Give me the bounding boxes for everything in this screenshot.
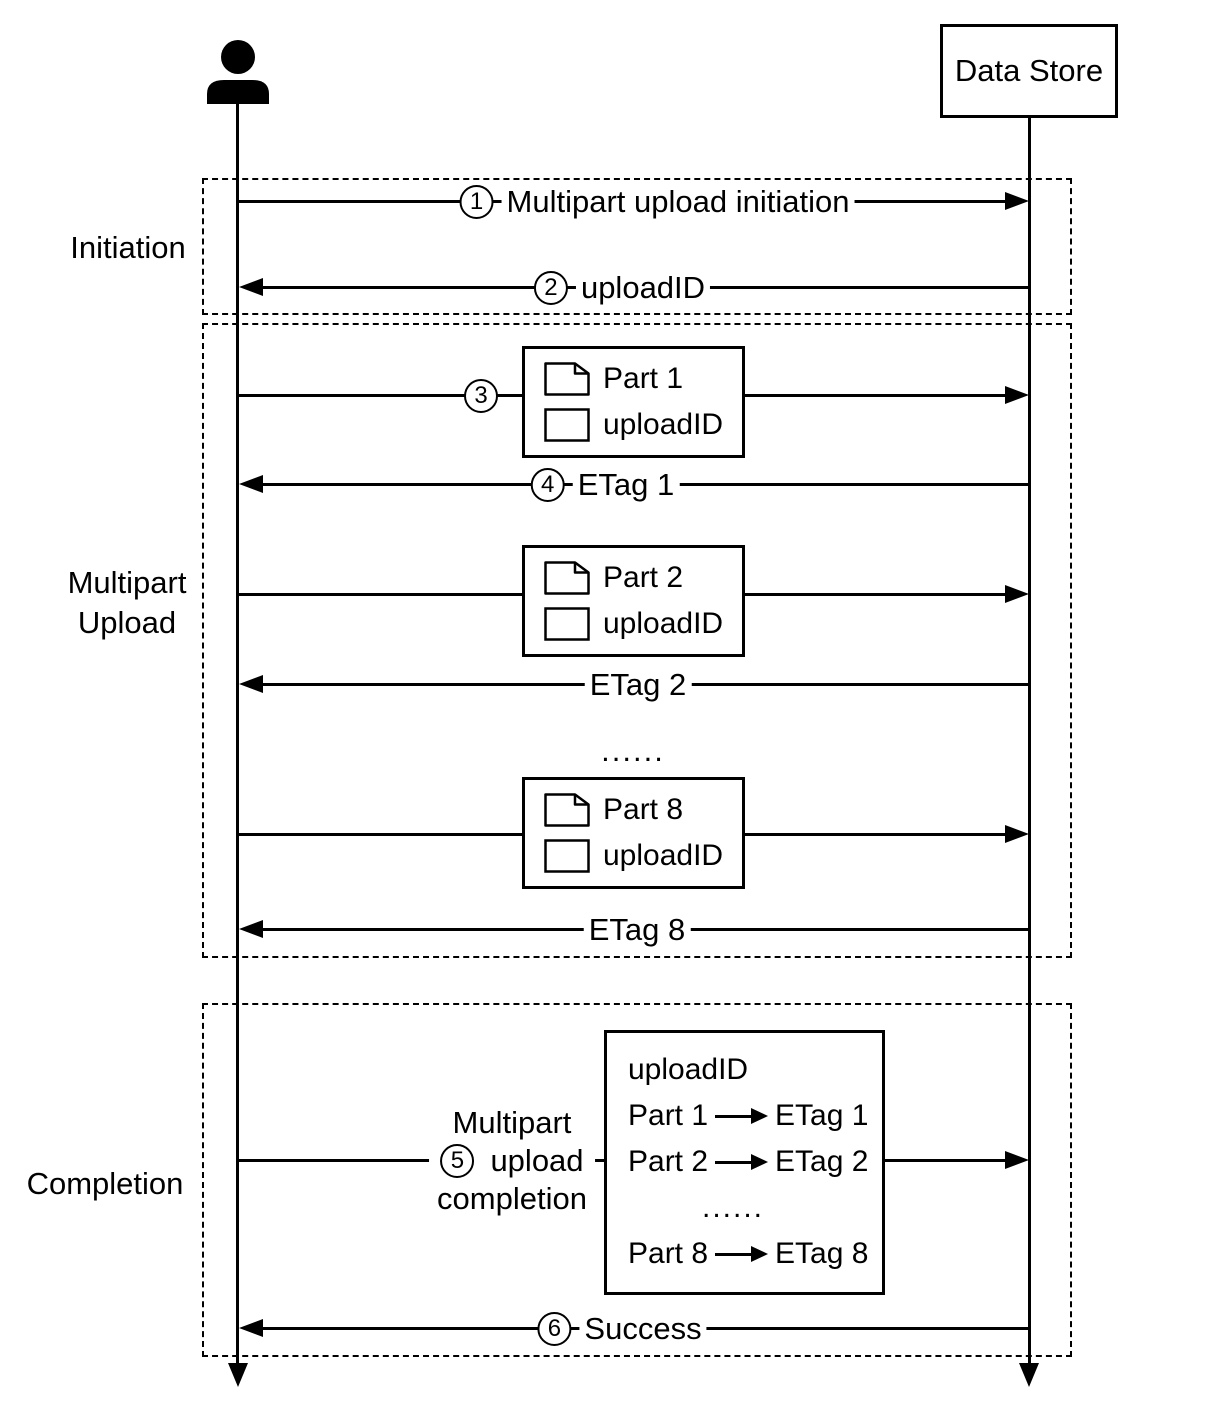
map-row-part2: Part 2 ETag 2 <box>628 1139 882 1185</box>
document-icon <box>544 792 590 827</box>
message-text: ETag 2 <box>584 667 692 703</box>
datastore-label: Data Store <box>954 53 1104 88</box>
arrowhead-left-icon <box>239 675 263 693</box>
square-icon <box>544 606 590 641</box>
message-label-uploadid: 2 uploadID <box>533 266 711 310</box>
section-label-multipart-upload: Multipart Upload <box>68 563 187 643</box>
message-label-success: 6 Success <box>537 1307 707 1351</box>
user-lifeline-end-arrow-icon <box>228 1363 248 1387</box>
part-row: Part 2 <box>544 559 742 596</box>
uploadid-label: uploadID <box>603 838 724 872</box>
multipart-upload-section-box <box>202 323 1072 958</box>
person-icon <box>203 36 273 106</box>
square-icon <box>544 407 590 442</box>
part8-payload-box: Part 8 uploadID <box>522 777 745 889</box>
initiation-section-box <box>202 178 1072 315</box>
part1-payload-box: Part 1 uploadID <box>522 346 745 458</box>
message-label-initiate: 1 Multipart upload initiation <box>459 180 855 224</box>
arrowhead-right-icon <box>1005 825 1029 843</box>
completion-label-line3: completion <box>437 1181 587 1216</box>
datastore-lifeline-end-arrow-icon <box>1019 1363 1039 1387</box>
arrow-right-icon <box>715 1154 769 1170</box>
part-label: Part 2 <box>603 560 684 594</box>
arrow-right-icon <box>715 1246 769 1262</box>
map-row-part1: Part 1 ETag 1 <box>628 1093 882 1139</box>
arrowhead-right-icon <box>1005 386 1029 404</box>
map-row-part8: Part 8 ETag 8 <box>628 1231 882 1277</box>
arrowhead-left-icon <box>239 920 263 938</box>
map-to: ETag 1 <box>775 1099 869 1132</box>
message-text: ETag 1 <box>572 467 680 503</box>
uploadid-row: uploadID <box>544 837 742 874</box>
circled-number-4: 4 <box>530 468 565 502</box>
uploadid-label: uploadID <box>603 407 724 441</box>
arrowhead-right-icon <box>1005 192 1029 210</box>
message-text: uploadID <box>575 270 711 306</box>
message-text: ETag 8 <box>583 912 691 948</box>
message-label-part1-number: 3 <box>464 374 498 418</box>
arrowhead-left-icon <box>239 1319 263 1337</box>
section-label-multipart-line2: Upload <box>77 605 177 640</box>
document-icon <box>544 361 590 396</box>
datastore-box: Data Store <box>940 24 1118 118</box>
section-label-completion: Completion <box>26 1166 184 1201</box>
user-lifeline <box>236 103 239 1365</box>
section-label-multipart-line1: Multipart <box>67 565 187 600</box>
arrowhead-left-icon <box>239 278 263 296</box>
document-icon <box>544 560 590 595</box>
map-to: ETag 8 <box>775 1237 869 1270</box>
completion-label-line1: Multipart <box>452 1105 572 1140</box>
arrow-right-icon <box>715 1108 769 1124</box>
uploadid-row: uploadID <box>544 406 742 443</box>
map-title: uploadID <box>628 1053 749 1086</box>
uploadid-map-box: uploadID Part 1 ETag 1 Part 2 ETag 2 ...… <box>604 1030 885 1295</box>
map-from: Part 2 <box>628 1145 709 1178</box>
circled-number-1: 1 <box>459 185 494 219</box>
section-label-initiation: Initiation <box>70 230 186 265</box>
circled-number-6: 6 <box>537 1312 572 1346</box>
message-label-etag2: ETag 2 <box>584 663 692 707</box>
message-label-etag1: 4 ETag 1 <box>530 463 680 507</box>
arrowhead-right-icon <box>1005 1151 1029 1169</box>
circled-number-2: 2 <box>533 271 568 305</box>
map-from: Part 1 <box>628 1099 709 1132</box>
datastore-lifeline <box>1028 118 1031 1365</box>
part-row: Part 1 <box>544 360 742 397</box>
completion-section-box <box>202 1003 1072 1357</box>
ellipsis-text: ...... <box>597 733 669 769</box>
map-from: Part 8 <box>628 1237 709 1270</box>
message-text: Success <box>579 1311 707 1347</box>
message-label-completion: Multipart 5 upload completion <box>429 1104 595 1218</box>
arrowhead-left-icon <box>239 475 263 493</box>
message-text: Multipart upload initiation <box>501 184 855 220</box>
part-label: Part 8 <box>603 792 684 826</box>
part2-payload-box: Part 2 uploadID <box>522 545 745 657</box>
square-icon <box>544 838 590 873</box>
map-ellipsis-text: ...... <box>702 1191 765 1224</box>
circled-number-5: 5 <box>440 1144 475 1178</box>
uploadid-row: uploadID <box>544 605 742 642</box>
circled-number-3: 3 <box>464 379 498 413</box>
message-label-etag8: ETag 8 <box>583 908 691 952</box>
map-to: ETag 2 <box>775 1145 869 1178</box>
part-label: Part 1 <box>603 361 684 395</box>
arrowhead-right-icon <box>1005 585 1029 603</box>
uploadid-label: uploadID <box>603 606 724 640</box>
completion-label-line2: upload <box>490 1143 584 1178</box>
part-row: Part 8 <box>544 791 742 828</box>
